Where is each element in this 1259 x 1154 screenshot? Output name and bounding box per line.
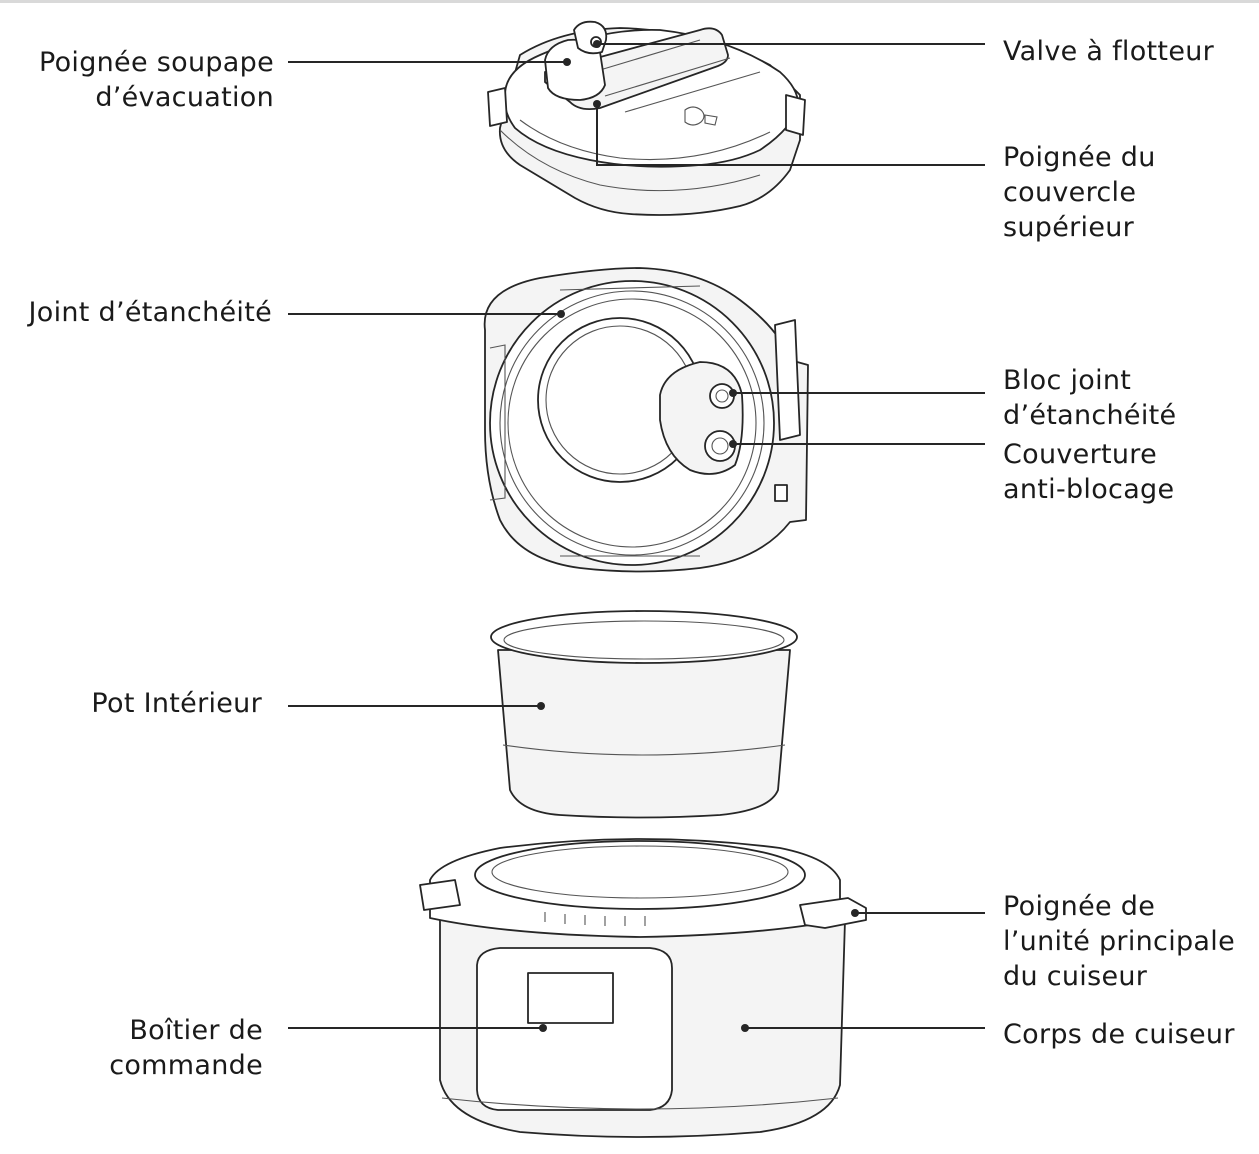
label-control-box: Boîtier de commande — [109, 1015, 263, 1081]
label-main-unit-handle: Poignée de l’unité principale du cuiseur — [1003, 891, 1235, 992]
label-cooker-body: Corps de cuiseur — [1003, 1019, 1235, 1050]
label-anti-block-cover: Couverture anti-blocage — [1003, 439, 1175, 505]
cooker-base-illustration — [419, 838, 867, 1138]
label-top-lid-handle: Poignée du couvercle supérieur — [1003, 142, 1156, 243]
label-inner-pot: Pot Intérieur — [91, 688, 262, 719]
label-release-valve-handle: Poignée soupape d’évacuation — [38, 47, 274, 113]
lid-underside-illustration — [483, 267, 809, 573]
label-sealing-block: Bloc joint d’étanchéité — [1003, 365, 1177, 431]
leader-lines — [288, 40, 985, 1032]
label-float-valve: Valve à flotteur — [1003, 36, 1215, 67]
lid-illustration — [487, 20, 806, 216]
inner-pot-illustration — [490, 610, 798, 819]
label-sealing-ring: Joint d’étanchéité — [28, 297, 272, 328]
top-border — [0, 0, 1259, 3]
